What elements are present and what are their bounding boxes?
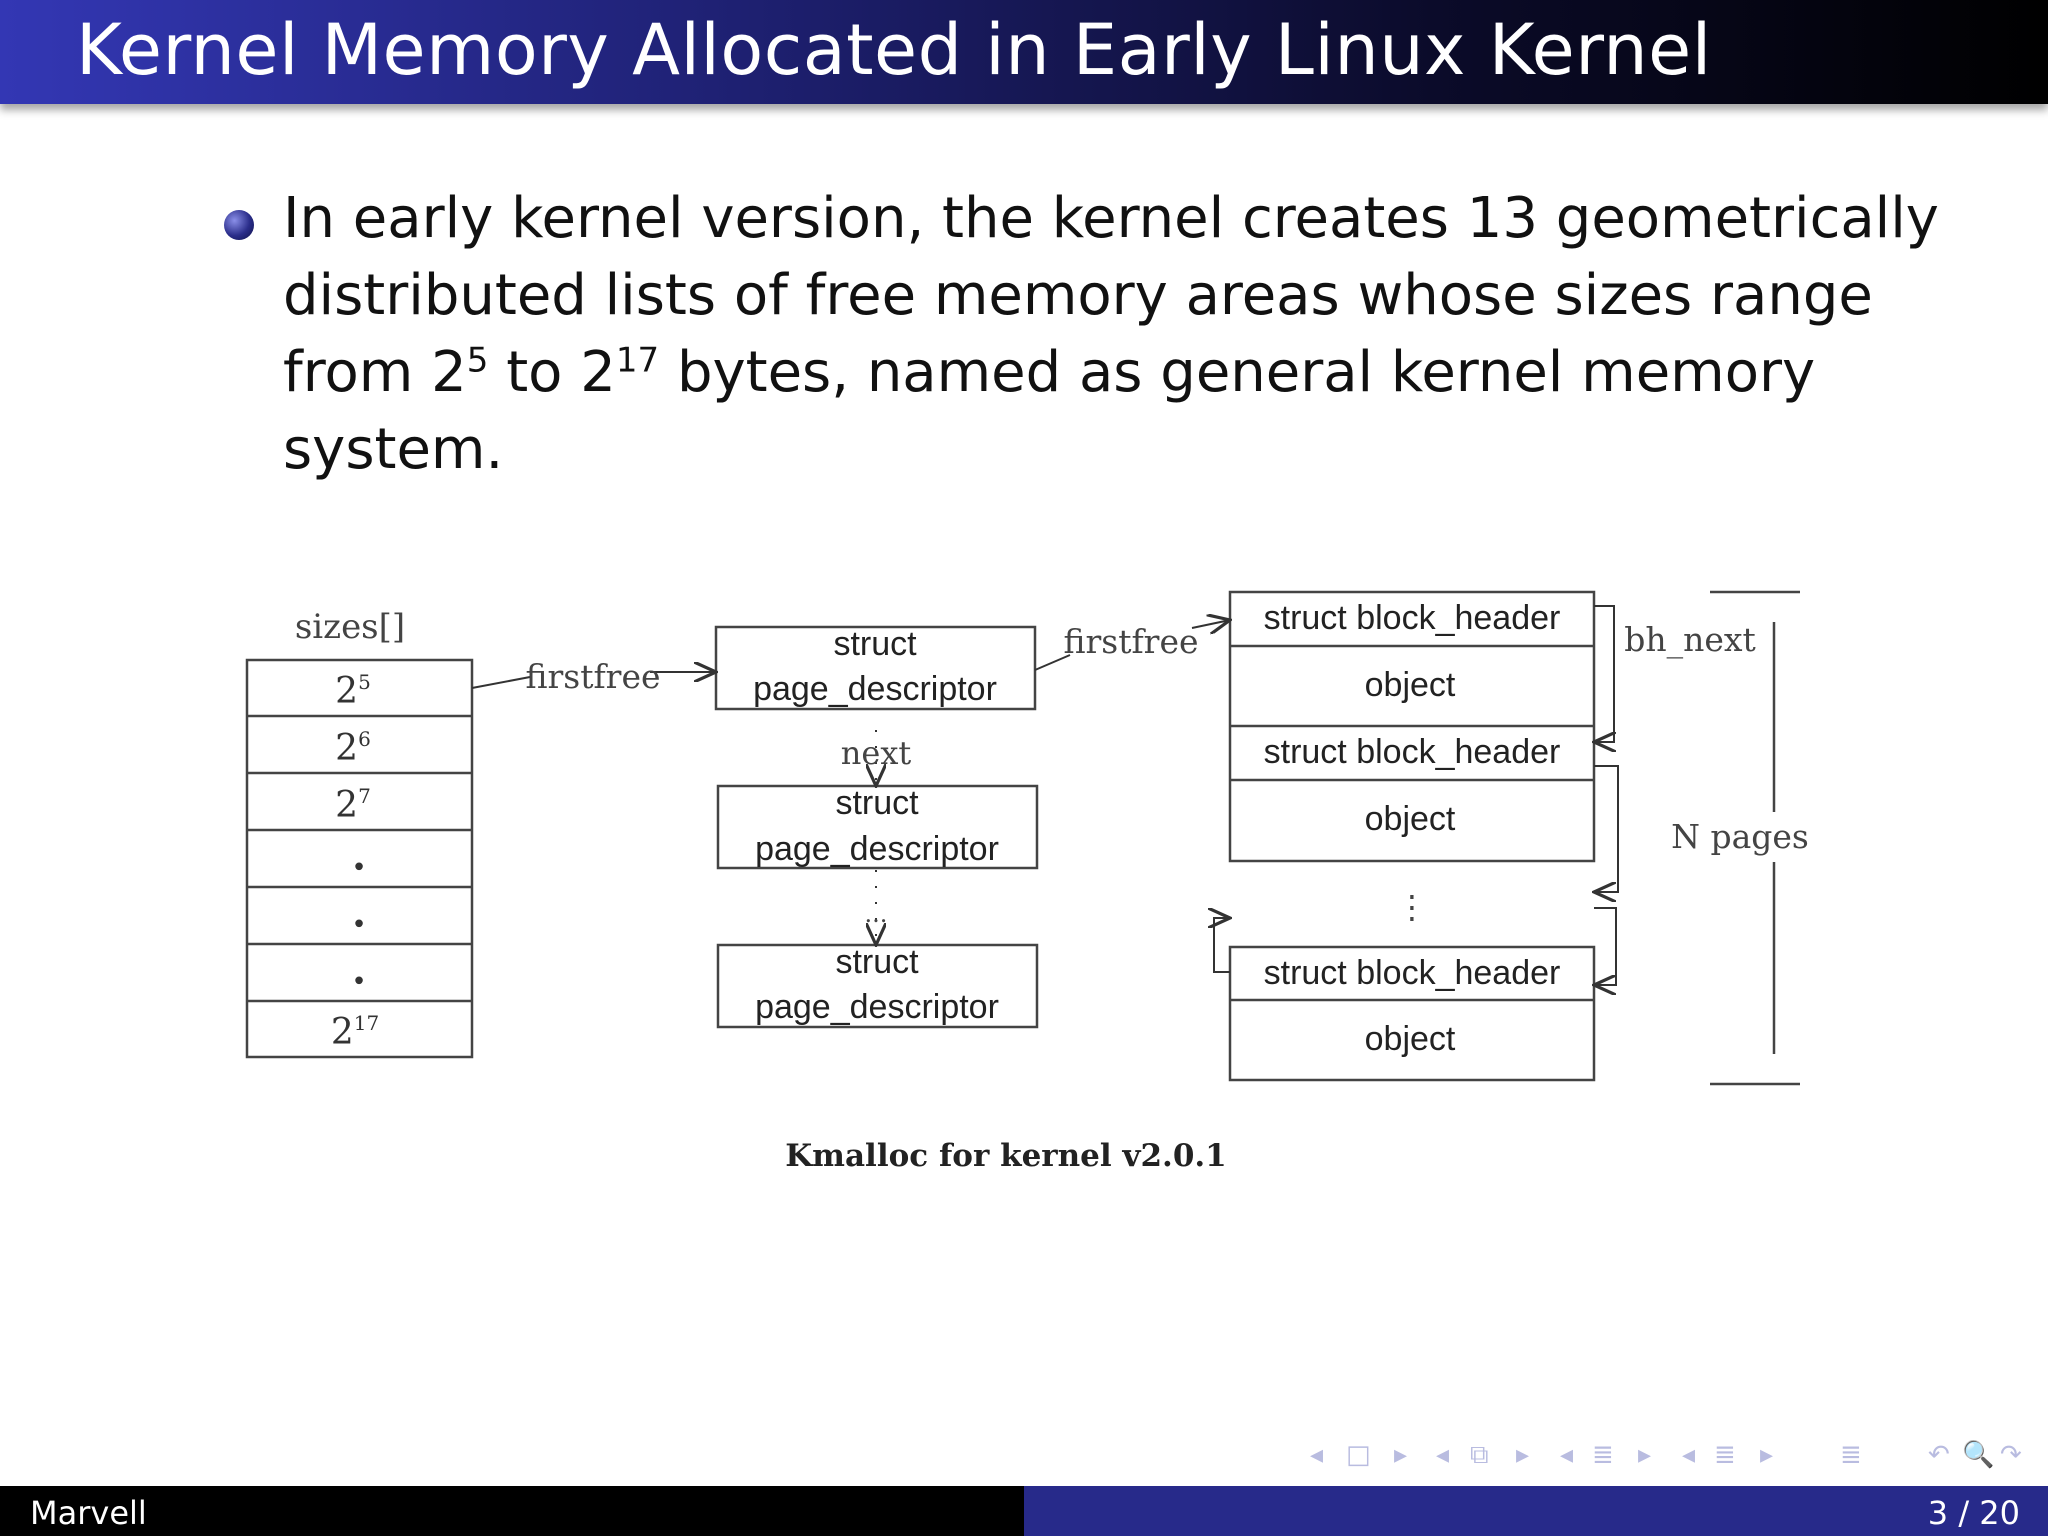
next-frame-icon[interactable]: ▸ [1394,1440,1408,1470]
object-2: object [1365,800,1456,838]
bullet-exp1: 5 [466,340,489,381]
title-bar: Kernel Memory Allocated in Early Linux K… [0,0,2048,104]
size-cell: 26 [335,727,371,769]
page-descriptor-1-line1: struct [833,625,917,663]
footer-page-panel: 3 / 20 [1024,1486,2048,1536]
bullet-base2: 2 [580,340,616,405]
next-document-icon[interactable]: ▸ [1760,1440,1774,1470]
firstfree-label-1: firstfree [525,657,660,696]
block-header-2: struct block_header [1264,733,1561,771]
firstfree-label-2: firstfree [1063,622,1198,661]
block-header-3: struct block_header [1264,954,1561,992]
size-cell: • [351,910,366,940]
page-descriptor-2-line2: page_descriptor [755,830,999,868]
bullet-exp2: 17 [615,340,660,381]
size-cell: 25 [335,670,371,712]
bullet-text: In early kernel version, the kernel crea… [283,180,1983,488]
forward-icon[interactable]: ↷ [2000,1440,2022,1470]
prev-frame-icon[interactable]: ◂ [1310,1440,1324,1470]
sizes-array [245,658,474,1059]
page-number: 3 / 20 [1927,1494,2020,1532]
footer-author: Marvell [30,1494,147,1532]
beamer-navigation: ◂ □ ▸ ◂ ⧉ ▸ ◂ ≣ ▸ ◂ ≣ ▸ ≣ ↶ 🔍 ↷ [1310,1440,2030,1470]
outline-icon[interactable]: ≣ [1840,1440,1862,1470]
bullet-text-part3: bytes, named as general kernel memory sy… [283,340,1816,482]
subsection-icon[interactable]: ⧉ [1470,1440,1489,1470]
size-cell: 217 [331,1011,379,1053]
size-cell: • [351,967,366,997]
page-descriptor-3-line2: page_descriptor [755,988,999,1026]
next-label: next [841,734,912,772]
page-descriptor-2-line1: struct [835,784,919,822]
sizes-label: sizes[] [295,607,405,647]
object-1: object [1365,666,1456,704]
object-3: object [1365,1020,1456,1058]
size-cell: • [351,853,366,883]
vertical-dots: ⋮ [1396,888,1428,926]
prev-subsection-icon[interactable]: ◂ [1436,1440,1450,1470]
ellipsis-mid: ... [865,900,888,928]
bh-next-label: bh_next [1624,620,1756,660]
bullet-text-part2: to [488,340,581,405]
footer-author-panel: Marvell [0,1486,1024,1536]
n-pages-label: N pages [1671,817,1809,856]
page-descriptor-1-line2: page_descriptor [753,670,997,708]
next-subsection-icon[interactable]: ▸ [1516,1440,1530,1470]
search-icon[interactable]: 🔍 [1962,1440,1995,1470]
document-icon[interactable]: ≣ [1714,1440,1736,1470]
bullet-icon [224,210,254,240]
page-descriptor-3-line1: struct [835,943,919,981]
frame-icon[interactable]: □ [1346,1440,1371,1470]
slide-title: Kernel Memory Allocated in Early Linux K… [76,9,1712,91]
size-cell: 27 [335,784,371,826]
back-icon[interactable]: ↶ [1928,1440,1950,1470]
diagram-caption: Kmalloc for kernel v2.0.1 [785,1138,1227,1174]
prev-document-icon[interactable]: ◂ [1682,1440,1696,1470]
block-group-2 [1228,945,1596,1082]
section-icon[interactable]: ≣ [1592,1440,1614,1470]
next-section-icon[interactable]: ▸ [1638,1440,1652,1470]
prev-section-icon[interactable]: ◂ [1560,1440,1574,1470]
bullet-text-part1: In early kernel version, the kernel crea… [283,186,1939,405]
footer: Marvell 3 / 20 [0,1486,2048,1536]
block-header-1: struct block_header [1264,599,1561,637]
bullet-base1: 2 [431,340,467,405]
